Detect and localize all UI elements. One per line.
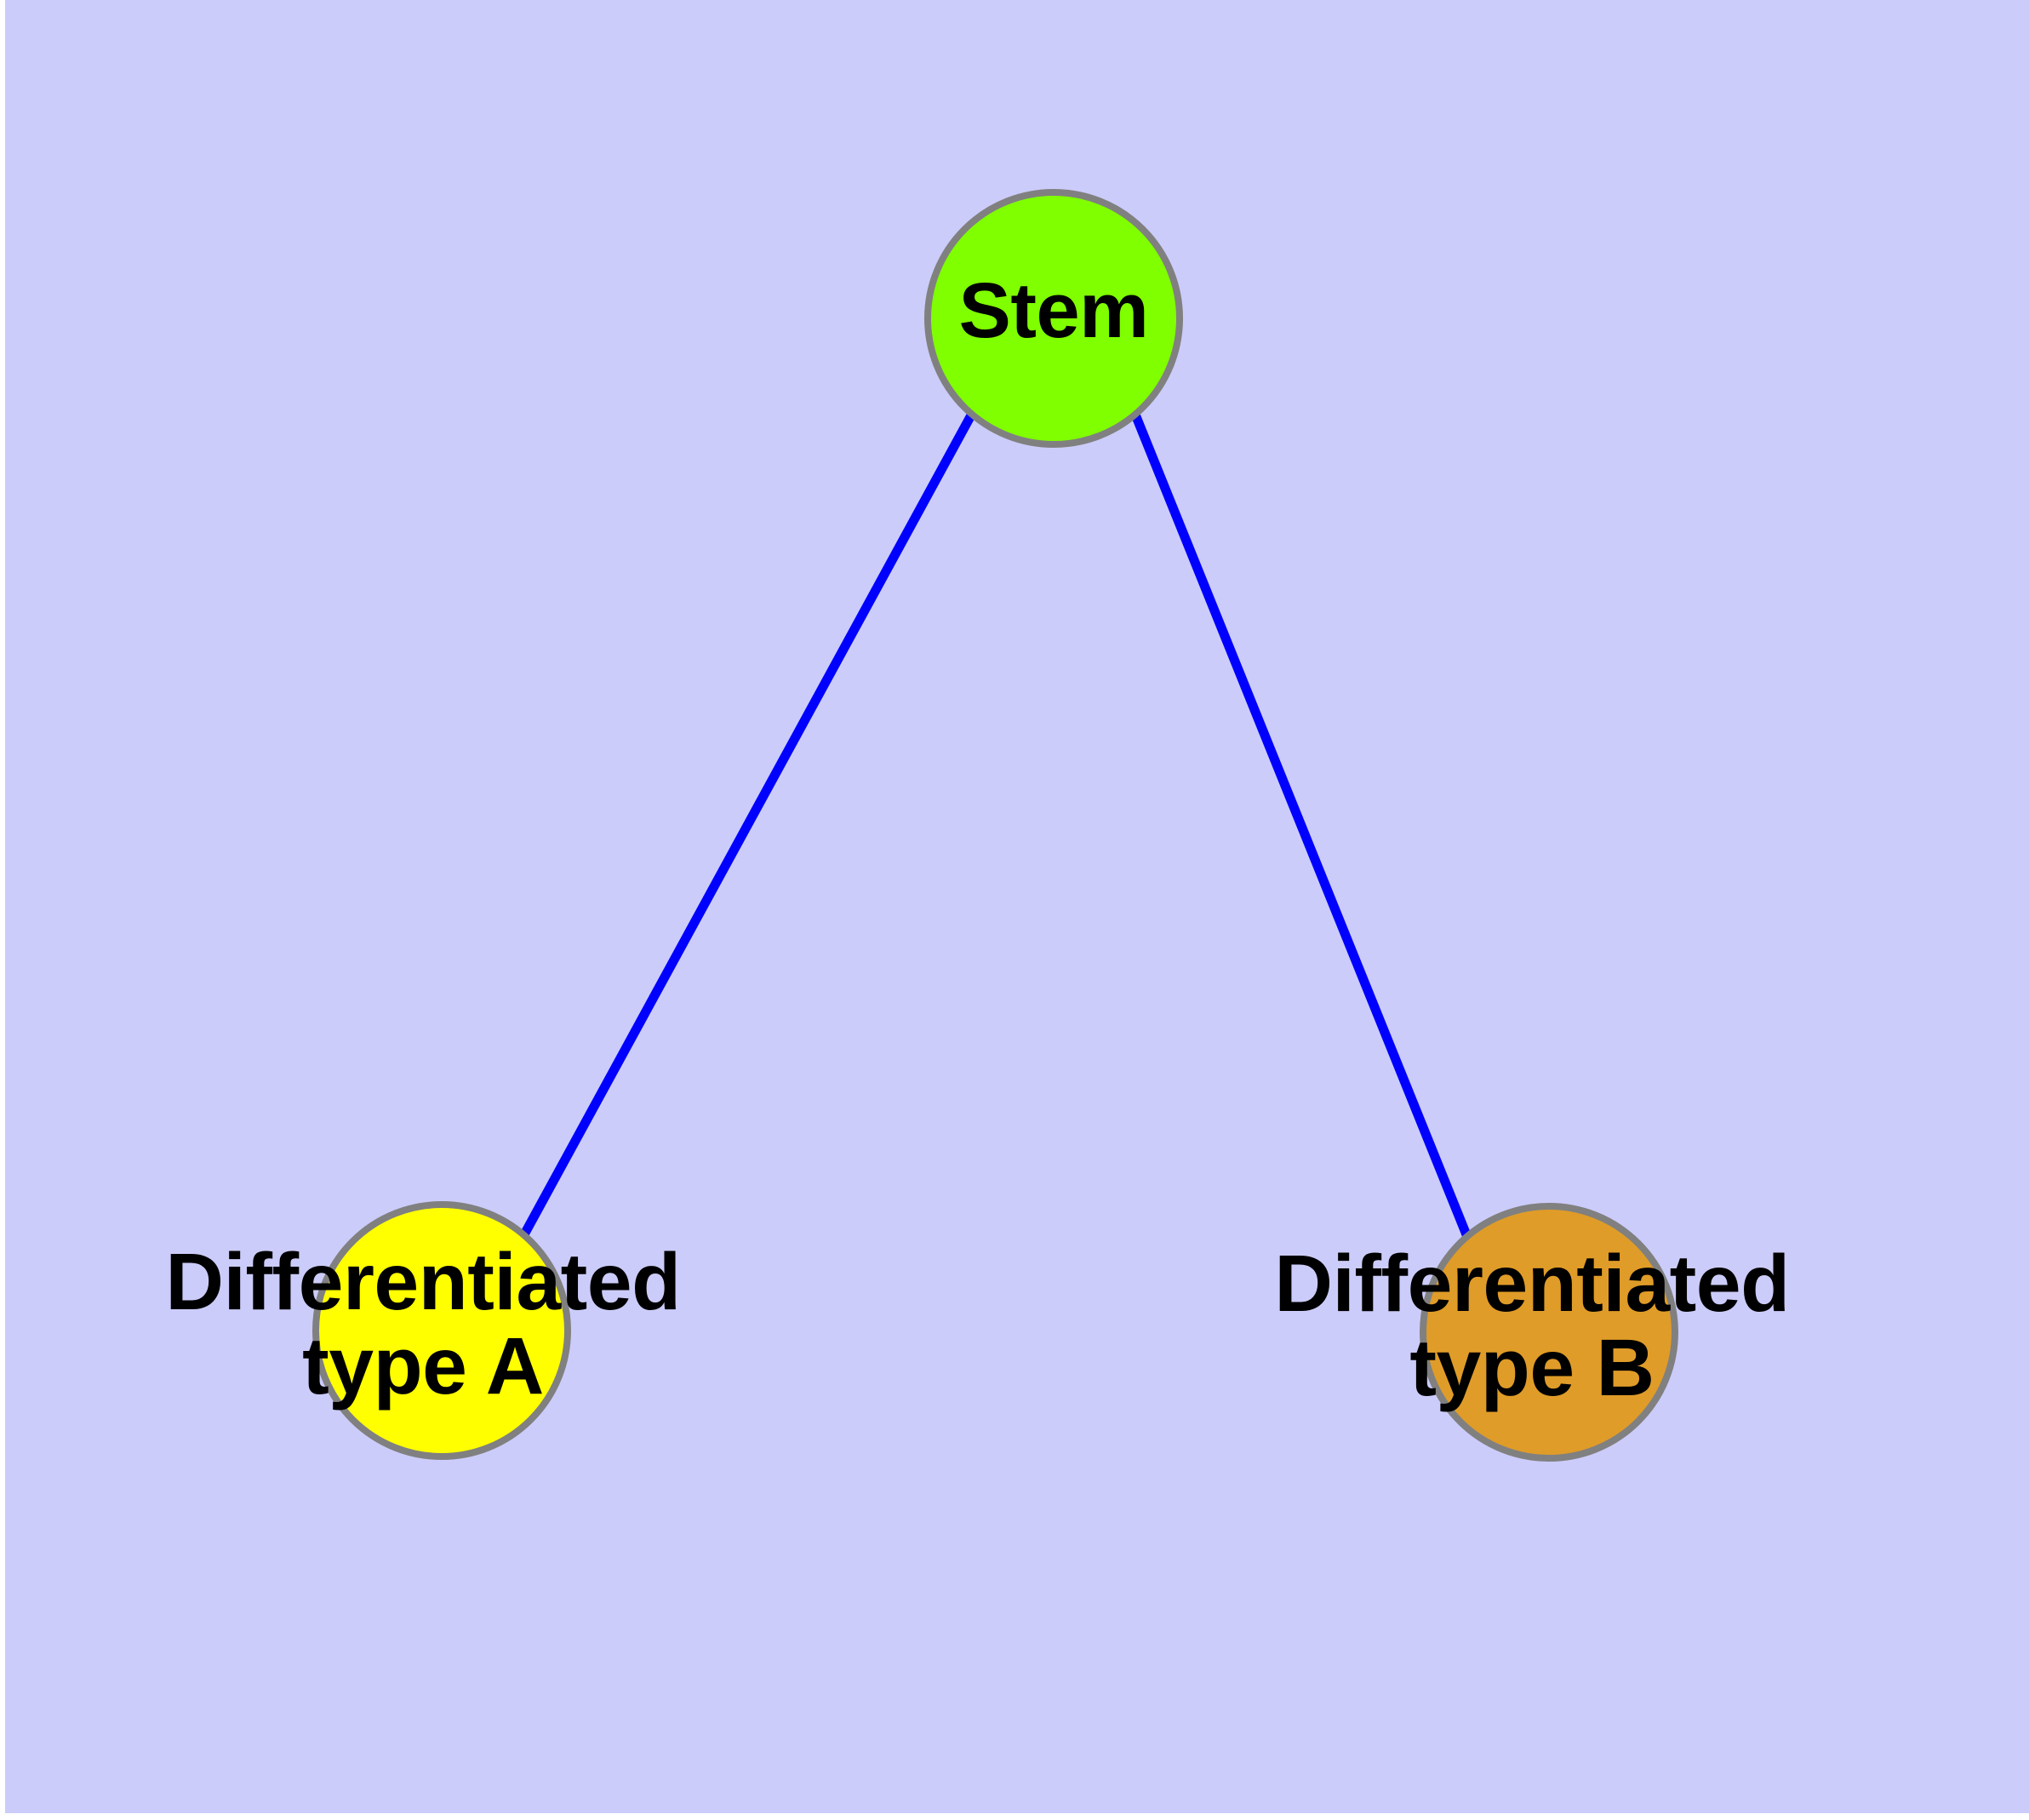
node-layer <box>312 189 1678 1462</box>
node-circle-diff-b[interactable] <box>1420 1203 1678 1462</box>
edge-stem-to-diff-a <box>519 411 976 1239</box>
diagram-plot-area: Stem Differentiated type A Differentiate… <box>5 0 2029 1813</box>
node-circle-stem[interactable] <box>924 189 1183 448</box>
graph-svg <box>312 189 1678 1462</box>
edge-layer <box>519 411 1472 1239</box>
edge-stem-to-diff-b <box>1130 412 1472 1239</box>
node-circle-diff-a[interactable] <box>312 1201 571 1460</box>
